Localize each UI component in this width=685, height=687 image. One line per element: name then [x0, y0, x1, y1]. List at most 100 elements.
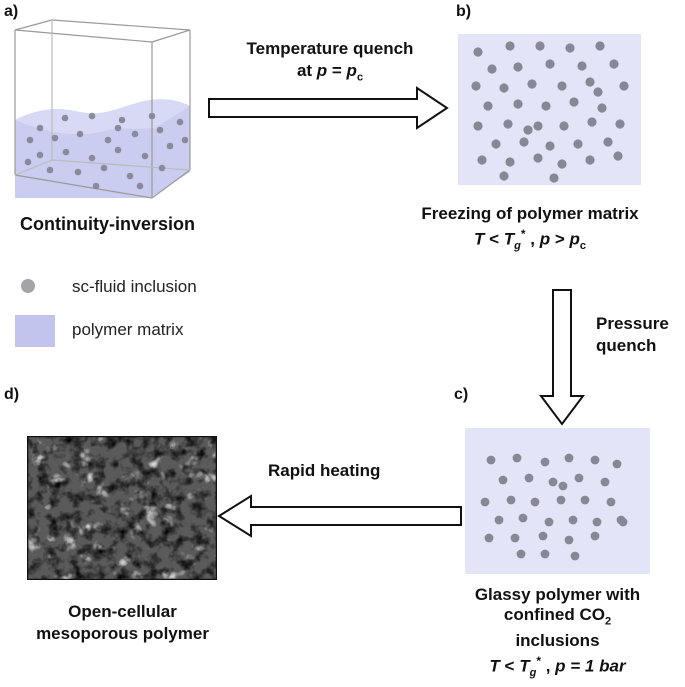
arrow-down-icon [539, 289, 585, 426]
inclusion-dot [61, 114, 69, 122]
caption-a: Continuity-inversion [20, 214, 195, 234]
inclusion-dot [533, 153, 543, 163]
inclusion-dot [619, 81, 629, 91]
inclusion-dot [477, 155, 487, 165]
temperature-quench-text: Temperature quench [246, 39, 414, 58]
inclusion-dot [615, 119, 625, 129]
inclusion-dot [480, 497, 490, 507]
inclusion-dot [540, 457, 550, 467]
inclusion-dot [577, 61, 587, 71]
panel-label-b: b) [456, 3, 472, 20]
inclusion-dot [148, 112, 156, 120]
arrow-label-rapid-heating: Rapid heating [268, 461, 381, 480]
caption-c-condition: T < Tg* , p = 1 bar [489, 654, 626, 680]
inclusion-dot [100, 164, 108, 172]
inclusion-dot [541, 101, 551, 111]
inclusion-dot [51, 134, 59, 142]
inclusion-dot [592, 517, 602, 527]
inclusion-dot [505, 41, 515, 51]
inclusion-dot [545, 59, 555, 69]
glassy-polymer-panel [465, 428, 650, 574]
inclusion-dot [513, 99, 523, 109]
inclusion-dot [516, 549, 526, 559]
sem-micrograph [27, 436, 217, 580]
inclusion-dot [603, 137, 613, 147]
caption-d-line1: Open-cellular [68, 602, 177, 621]
caption-b-line1: Freezing of polymer matrix [421, 204, 639, 223]
inclusion-dot [524, 473, 534, 483]
inclusion-dot [24, 158, 32, 166]
inclusion-dot [557, 81, 567, 91]
inclusion-dot [609, 59, 619, 69]
inclusion-dot [585, 155, 595, 165]
inclusion-dot [76, 130, 84, 138]
inclusion-dot [568, 515, 578, 525]
inclusion-dot [540, 549, 550, 559]
arrow-label-pressure-quench: Pressure quench [596, 313, 669, 357]
quench-text: quench [596, 336, 657, 355]
inclusion-dot [126, 172, 134, 180]
inclusion-dot [486, 455, 496, 465]
caption-b-condition: T < Tg* , p > pc [473, 227, 586, 253]
inclusion-dot [74, 168, 82, 176]
inclusion-dot [136, 182, 144, 190]
inclusion-dot [499, 171, 509, 181]
inclusion-dot [557, 159, 567, 169]
frozen-matrix-panel [458, 34, 641, 185]
inclusion-dot [88, 112, 96, 120]
inclusion-dot [549, 173, 559, 183]
inclusion-dot [483, 101, 493, 111]
matrix-legend-swatch [15, 315, 55, 347]
inclusion-legend-icon [21, 279, 35, 293]
inclusion-dot [593, 87, 603, 97]
inclusion-dot [176, 118, 184, 126]
inclusion-dot [158, 164, 166, 172]
panel-label-d: d) [4, 386, 20, 403]
inclusion-dot [46, 166, 54, 174]
inclusion-dot [512, 453, 522, 463]
caption-b: Freezing of polymer matrix T < Tg* , p >… [380, 203, 680, 257]
inclusion-dot [527, 79, 537, 89]
caption-c-line1: Glassy polymer with [474, 585, 641, 604]
inclusion-dot [499, 83, 509, 93]
caption-c-line3: inclusions [515, 631, 600, 651]
inclusion-dot [606, 497, 616, 507]
inclusion-dot [506, 495, 516, 505]
inclusion-dot [484, 533, 494, 543]
inclusion-dot [573, 139, 583, 149]
inclusion-dot [580, 495, 590, 505]
inclusion-dot [114, 146, 122, 154]
inclusion-dot [26, 136, 34, 144]
inclusion-dot [118, 116, 126, 124]
inclusion-dot [473, 121, 483, 131]
inclusion-dot [523, 125, 533, 135]
inclusion-dot [559, 121, 569, 131]
inclusion-dot [181, 136, 189, 144]
inclusion-dot [574, 473, 584, 483]
arrow-left-icon [217, 494, 462, 538]
pressure-condition-text: at p = pc [296, 61, 364, 84]
inclusion-dot [491, 139, 501, 149]
inclusion-dot [473, 47, 483, 57]
caption-c-line2: confined CO2 [503, 605, 612, 628]
inclusion-dot [494, 515, 504, 525]
caption-d-line2: mesoporous polymer [36, 624, 209, 643]
inclusion-dot [471, 81, 481, 91]
inclusion-dot [565, 43, 575, 53]
inclusion-dot [92, 182, 100, 190]
inclusion-dot [518, 513, 528, 523]
caption-d: Open-cellular mesoporous polymer [10, 601, 235, 645]
inclusion-dot [558, 481, 568, 491]
pressure-text: Pressure [596, 314, 669, 333]
inclusion-dot [618, 517, 628, 527]
inclusion-dot [530, 497, 540, 507]
inclusion-dot [613, 151, 623, 161]
polymer-box-illustration [14, 19, 191, 199]
panel-label-c: c) [454, 386, 469, 403]
inclusion-dot [533, 121, 543, 131]
legend-inclusion-label: sc-fluid inclusion [72, 277, 197, 296]
inclusion-dot [498, 475, 508, 485]
inclusion-dot [487, 64, 497, 74]
inclusion-dot [597, 103, 607, 113]
